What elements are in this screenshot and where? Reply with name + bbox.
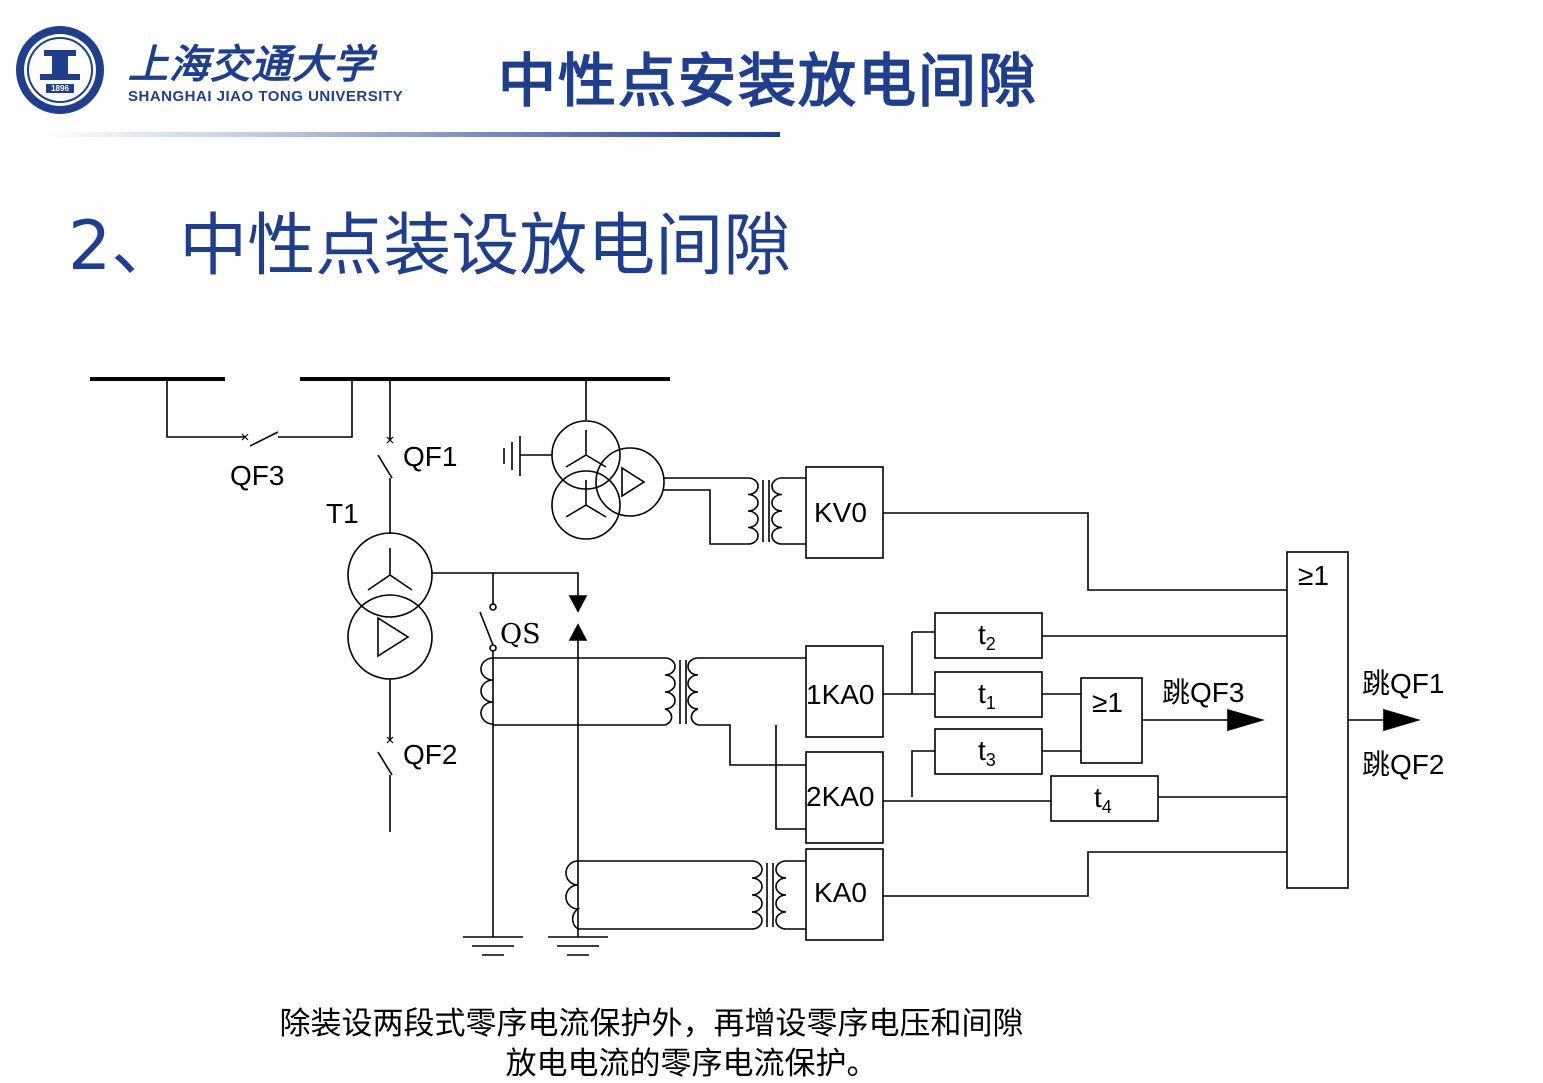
label-or-main: ≥1: [1298, 560, 1329, 591]
label-timer-t3: t3: [978, 735, 996, 770]
relay-ka0: [805, 848, 884, 941]
label-qf3: QF3: [230, 460, 284, 491]
label-t1: T1: [326, 498, 359, 529]
timer-t4: [1050, 775, 1159, 822]
label-timer-t2: t2: [978, 619, 996, 654]
label-trip-qf3: 跳QF3: [1162, 677, 1244, 708]
gap-ct: [565, 860, 806, 930]
or-gate-main: [1286, 551, 1349, 889]
relay-2ka0: [805, 751, 884, 844]
slide-title: 中性点安装放电间隙: [498, 47, 1039, 115]
transformer-t1: [347, 532, 433, 680]
ground-qs: [463, 936, 523, 956]
label-timer-t4: t4: [1094, 782, 1112, 817]
relay-1ka0: [805, 645, 884, 738]
logo-english-name: SHANGHAI JIAO TONG UNIVERSITY: [128, 88, 404, 105]
breaker-qf2: [377, 679, 394, 832]
breaker-qf3: [166, 379, 353, 447]
logo-chinese-name: 上海交通大学: [128, 41, 374, 88]
label-timer-t1: t1: [978, 678, 996, 713]
label-trip-qf2: 跳QF2: [1362, 749, 1444, 780]
ground-gap: [548, 936, 608, 956]
caption-line-2: 放电电流的零序电流保护。: [505, 1046, 878, 1082]
label-kv0: KV0: [814, 497, 867, 528]
label-ka0: KA0: [814, 877, 867, 908]
label-qs: QS: [500, 619, 541, 650]
section-title: 2、中性点装设放电间隙: [68, 207, 792, 286]
neutral-ct-1: [480, 657, 806, 830]
gap-electrode-top: [568, 595, 588, 613]
label-1ka0: 1KA0: [806, 679, 875, 710]
voltage-transformer: [503, 379, 806, 545]
logo-year: 1896: [51, 84, 69, 93]
label-qf1: QF1: [403, 441, 457, 472]
header-divider: [40, 132, 780, 137]
label-trip-qf1: 跳QF1: [1362, 668, 1444, 699]
disconnector-qs: [479, 573, 497, 937]
slide-header: 1896 上海交通大学 SHANGHAI JIAO TONG UNIVERSIT…: [0, 0, 1543, 140]
label-qf2: QF2: [403, 739, 457, 770]
breaker-qf1: [377, 379, 394, 534]
caption-line-1: 除装设两段式零序电流保护外，再增设零序电压和间隙: [279, 1006, 1024, 1042]
gap-electrode-bottom: [568, 623, 588, 641]
logic-wiring: [883, 512, 1421, 897]
neutral-lead: [432, 572, 579, 596]
label-2ka0: 2KA0: [806, 781, 875, 812]
university-seal-logo: 1896: [16, 26, 104, 114]
label-or-small: ≥1: [1092, 687, 1123, 718]
